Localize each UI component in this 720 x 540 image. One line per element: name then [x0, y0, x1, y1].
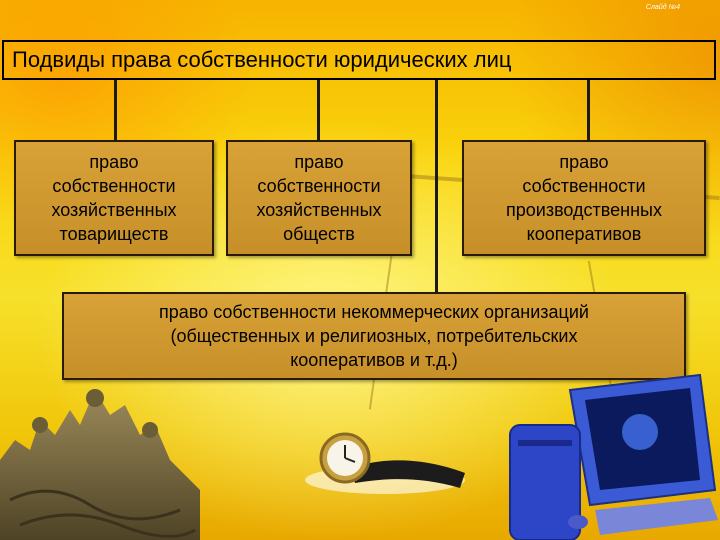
diagram-box-companies: право собственности хозяйственных общест…: [226, 140, 412, 256]
page-title: Подвиды права собственности юридических …: [2, 40, 716, 80]
diagram-box-partnerships: право собственности хозяйственных товари…: [14, 140, 214, 256]
slide-number-note: Слайд №4: [645, 4, 680, 11]
connector-line: [317, 80, 320, 142]
connector-line: [587, 80, 590, 142]
box-label: право собственности хозяйственных общест…: [256, 152, 382, 244]
connector-line: [114, 80, 117, 142]
box-label: право собственности хозяйственных товари…: [51, 152, 177, 244]
computer-illustration: [509, 373, 718, 540]
connector-line: [435, 80, 438, 294]
wristwatch-illustration: [305, 432, 465, 494]
statue-illustration: [0, 389, 200, 540]
diagram-box-cooperatives: право собственности производственных коо…: [462, 140, 706, 256]
box-label: право собственности производственных коо…: [506, 152, 662, 244]
diagram-box-nonprofits: право собственности некоммерческих орган…: [62, 292, 686, 380]
box-label: право собственности некоммерческих орган…: [159, 302, 589, 370]
